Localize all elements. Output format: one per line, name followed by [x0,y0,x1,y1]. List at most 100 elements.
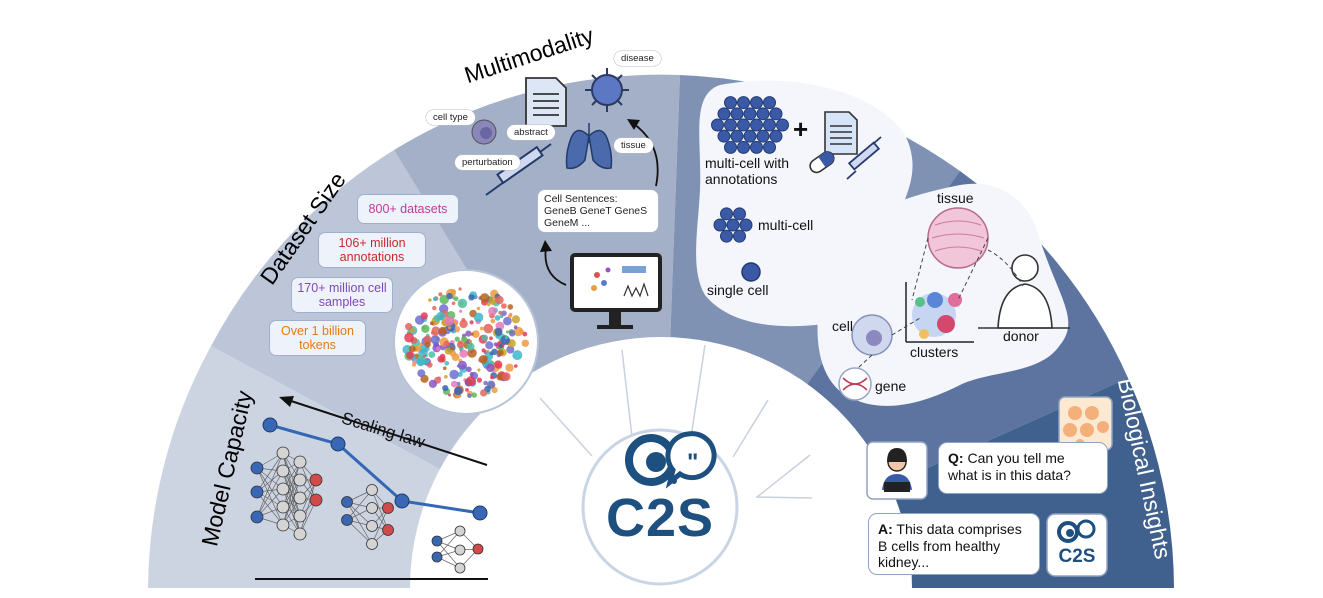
nn-edge [256,467,284,508]
cluster-cell [756,107,770,121]
umap-dot [489,336,493,341]
document-small-icon [824,111,858,155]
dataset-box-4: Over 1 billion tokens [269,320,366,356]
nn-node [366,484,378,496]
nn-node [382,524,394,536]
umap-dot [493,342,498,347]
cluster-cell [711,118,724,132]
cluster-cell [737,96,750,110]
umap-dot [495,295,504,305]
nn-node [431,535,443,547]
umap-dot [417,369,426,378]
umap-dot [457,371,463,377]
nn-node [293,527,307,541]
svg-text:": " [687,449,698,476]
umap-dot [522,331,528,337]
umap-dot [480,389,488,397]
umap-dot [465,330,472,337]
umap-dot [486,363,495,373]
umap-dot [514,364,518,368]
umap-dot [466,366,472,373]
umap-dot [443,366,447,371]
nn-node [309,473,323,487]
umap-dot [443,340,450,347]
umap-dot [498,310,503,315]
nn-edge [256,467,284,526]
cluster-cell [733,229,746,243]
nn-node [293,509,307,523]
donor-icon [997,254,1053,329]
virus-icon [585,68,629,112]
nn-edge [436,540,461,569]
cell-image-icon [1058,396,1113,451]
umap-dot [488,297,497,305]
cluster-cell [720,229,733,243]
center-logo-text: C2S [605,488,715,548]
umap-dot [489,351,494,356]
cluster-cell [717,107,731,121]
label-gene: gene [875,378,907,394]
cluster-cell [750,96,763,110]
scaling-curve [269,423,481,515]
cluster-cell [730,107,744,121]
nn-node [276,518,290,532]
nn-edge [282,461,301,508]
nn-node [293,455,307,469]
umap-dot [424,341,431,348]
dataset-box-2-text: 106+ million annotations [338,235,406,264]
umap-dot [450,346,454,350]
cluster-cell [750,140,763,154]
umap-dot [444,361,450,366]
pill-icon [809,151,835,174]
umap-dot [444,316,455,326]
monitor-icon [570,253,662,329]
umap-dot [481,334,489,341]
umap-dot [430,335,440,345]
question-bubble: Q: Can you tell me what is in this data? [938,442,1108,494]
cluster-cell [756,129,770,143]
cluster-cell [724,140,737,154]
nn-node [276,482,290,496]
umap-dot [513,326,524,337]
umap-dot [487,303,491,307]
nn-node [276,464,290,478]
umap-dot [503,316,512,326]
nn-edge [256,452,284,518]
nn-node [250,510,264,524]
answer-bubble: A: This data comprises B cells from heal… [868,513,1040,575]
sentence-line-3: GeneM ... [544,217,591,230]
nn-node [250,485,264,499]
scaling-arrow [279,396,488,466]
cluster-cell [750,118,763,132]
dna-strand [842,377,868,391]
question-label: Q: [948,450,964,466]
umap-dot [476,306,481,311]
umap-dot [502,372,511,381]
umap-dot [491,387,498,394]
multi-cell-small-icon [713,207,753,243]
scaling-point-4 [472,505,488,521]
umap-dot [436,311,446,321]
umap-dot [451,301,456,306]
umap-dot [468,339,473,344]
tissue-texture [931,220,985,252]
umap-dot [446,292,453,300]
label-clusters: clusters [910,344,959,360]
umap-dot [507,314,512,319]
umap-dot [501,303,507,309]
umap-dot [470,332,474,336]
umap-dot [437,355,445,363]
dataset-box-1: 800+ datasets [357,194,459,224]
umap-dot [447,326,451,330]
nn-edge [256,491,284,526]
nn-node [366,520,378,532]
umap-dot [438,292,443,297]
single-cell-icon [741,262,761,282]
sentence-line-1: Cell Sentences: [544,193,618,205]
dataset-box-1-text: 800+ datasets [368,201,448,216]
neural-network-small [431,525,484,574]
nn-node [293,491,307,505]
cluster-cell [776,118,789,132]
cluster-cell [724,118,737,132]
